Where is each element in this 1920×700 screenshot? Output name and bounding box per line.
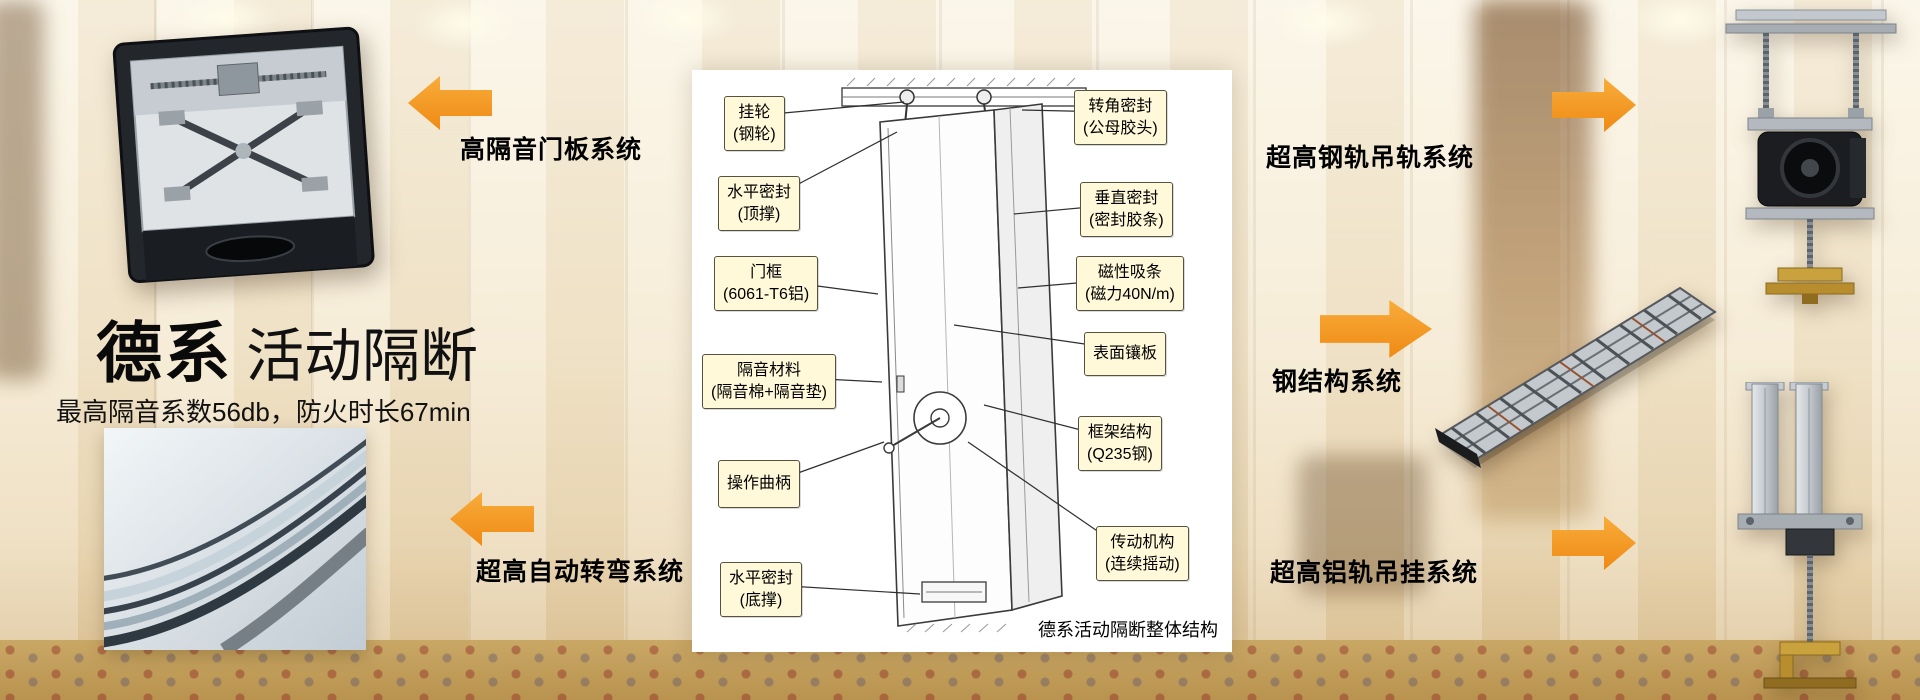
- door-panel-mechanism-photo: [104, 10, 382, 305]
- steel-structure-illustration: [1435, 286, 1717, 468]
- arrow-right-icon: [1320, 298, 1432, 365]
- callout-hanging-wheel: 挂轮 (钢轮): [724, 96, 785, 152]
- product-tagline: 最高隔音系数56db，防火时长67min: [56, 397, 471, 427]
- steel-rail-hanger-illustration: [1725, 9, 1897, 304]
- arrow-left-icon: [450, 490, 534, 553]
- arrow-right-icon: [1552, 76, 1636, 139]
- callout-sound-insulation: 隔音材料 (隔音棉+隔音垫): [702, 354, 837, 410]
- callout-text: (连续摇动): [1105, 555, 1180, 573]
- label-steel-structure-system: 钢结构系统: [1272, 368, 1403, 396]
- brand-name: 德系: [96, 316, 232, 390]
- callout-frame-structure: 框架结构 (Q235钢): [1078, 416, 1162, 472]
- diagram-caption: 德系活动隔断整体结构: [1038, 620, 1218, 640]
- arrow-left-shape: [408, 76, 492, 130]
- callout-text: (顶撑): [737, 205, 781, 223]
- arrow-right-icon: [1552, 514, 1636, 577]
- aluminum-rail-hanger-photo: [1700, 381, 1910, 692]
- label-aluminum-rail-system: 超高铝轨吊挂系统: [1270, 559, 1479, 587]
- callout-surface-panel: 表面镶板: [1084, 332, 1167, 376]
- ceiling-light-glow: [630, 0, 740, 46]
- callout-vertical-seal: 垂直密封 (密封胶条): [1080, 182, 1173, 238]
- label-steel-rail-system: 超高钢轨吊轨系统: [1266, 144, 1475, 172]
- callout-text: (隔音棉+隔音垫): [711, 383, 828, 401]
- label-door-panel-system: 高隔音门板系统: [460, 136, 643, 164]
- callout-text: 水平密封: [729, 570, 794, 587]
- ceiling-light-glow: [410, 0, 520, 52]
- ceiling-light-glow: [1625, 0, 1735, 48]
- steel-rail-hanger-photo: [1700, 6, 1916, 306]
- aluminum-rail-hanger-illustration: [1737, 381, 1863, 689]
- callout-door-frame: 门框 (6061-T6铝): [714, 256, 819, 312]
- arrow-left-icon: [408, 74, 492, 137]
- callout-text: 垂直密封: [1094, 190, 1159, 207]
- arrow-right-shape: [1552, 78, 1636, 132]
- callout-text: 隔音材料: [737, 362, 802, 379]
- callout-text: 挂轮: [738, 104, 771, 121]
- page-title: 德系活动隔断: [96, 300, 478, 396]
- callout-text: (密封胶条): [1089, 211, 1164, 229]
- callout-horizontal-seal-bottom: 水平密封 (底撑): [720, 562, 803, 618]
- product-name: 活动隔断: [246, 324, 479, 389]
- arrow-right-shape: [1320, 300, 1432, 358]
- steel-structure-photo: [1425, 230, 1720, 475]
- partition-door-line-drawing: [761, 77, 1123, 633]
- callout-text: (磁力40N/m): [1085, 285, 1175, 303]
- callout-corner-seal: 转角密封 (公母胶头): [1074, 90, 1167, 146]
- curved-track-photo: [98, 428, 375, 656]
- callout-drive-mechanism: 传动机构 (连续摇动): [1096, 526, 1189, 582]
- callout-text: (Q235钢): [1087, 445, 1153, 463]
- background-left-column: [0, 0, 44, 380]
- structure-diagram-panel: 挂轮 (钢轮) 水平密封 (顶撑) 门框 (6061-T6铝) 隔音材料 (隔音…: [692, 70, 1232, 652]
- callout-horizontal-seal-top: 水平密封 (顶撑): [718, 176, 801, 232]
- callout-text: 转角密封: [1088, 98, 1153, 115]
- background-furniture-shadow: [1298, 455, 1428, 595]
- callout-magnetic-strip: 磁性吸条 (磁力40N/m): [1076, 256, 1184, 312]
- callout-text: (6061-T6铝): [723, 285, 810, 303]
- label-auto-turn-system: 超高自动转弯系统: [476, 558, 685, 586]
- callout-text: (底撑): [739, 591, 783, 609]
- callout-text: (公母胶头): [1083, 119, 1158, 137]
- callout-text: 传动机构: [1110, 534, 1175, 551]
- callout-text: 框架结构: [1087, 424, 1152, 441]
- door-panel-mechanism-illustration: [112, 26, 375, 283]
- callout-text: 表面镶板: [1093, 345, 1158, 362]
- arrow-left-shape: [450, 492, 534, 546]
- arrow-right-shape: [1552, 516, 1636, 570]
- callout-text: 磁性吸条: [1097, 264, 1162, 281]
- callout-text: 水平密封: [727, 184, 792, 201]
- callout-text: 操作曲柄: [727, 475, 792, 492]
- callout-operating-crank: 操作曲柄: [718, 460, 801, 508]
- ceiling-light-glow: [1270, 0, 1380, 50]
- callout-text: 门框: [750, 264, 783, 281]
- callout-text: (钢轮): [733, 125, 776, 143]
- curved-track-illustration: [98, 428, 375, 656]
